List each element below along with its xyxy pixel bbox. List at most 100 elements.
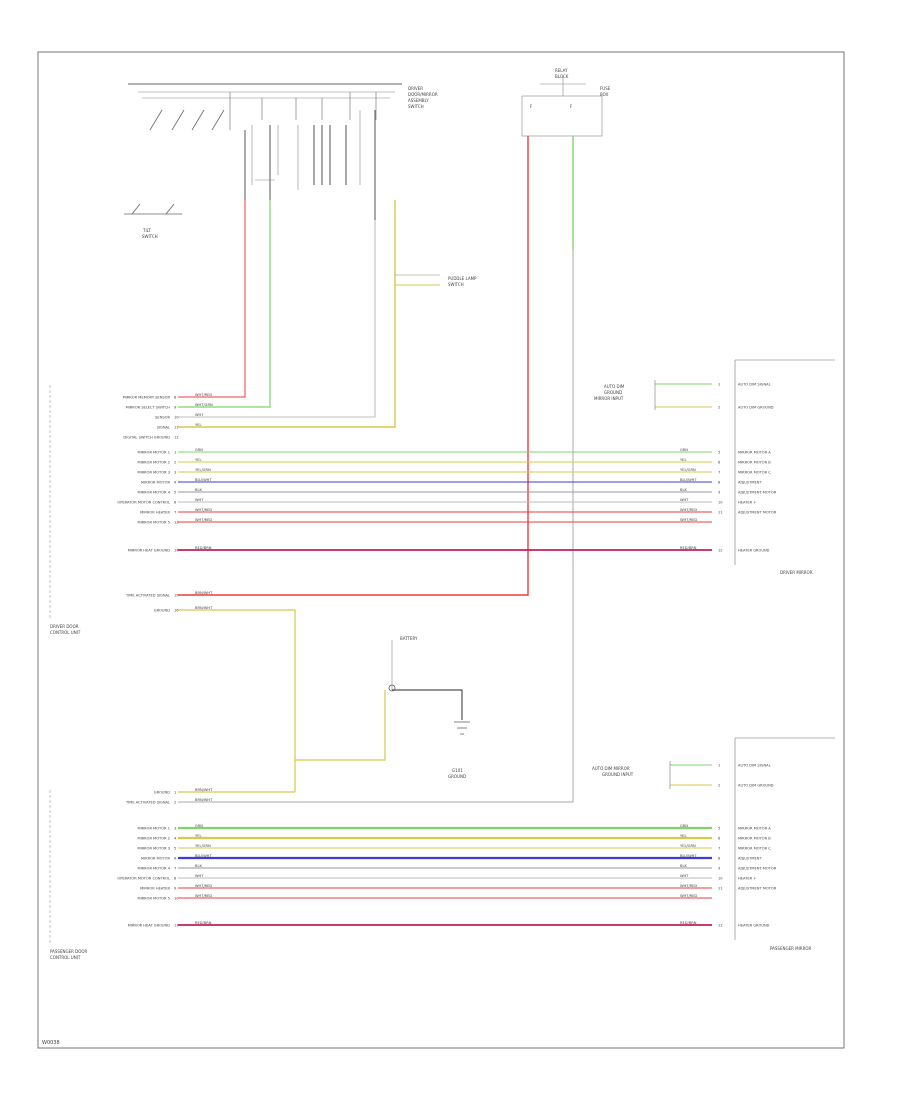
driver-mirror-label: DRIVER MIRROR (780, 570, 813, 575)
relay-fuse-a: F (530, 104, 533, 109)
mirror-pin-number: 11 (718, 887, 723, 891)
passenger-mirror-wire-code: YEL/GRN (680, 844, 696, 848)
footer-code: W0038 (42, 1040, 60, 1046)
mirror-pin-name: HEATER + (738, 501, 756, 505)
passenger-mirror-wire-code: RED/BRN (680, 921, 697, 925)
switch-label-1: DRIVER (408, 86, 423, 91)
mirror-pin-name: MIRROR MOTOR B (738, 837, 771, 841)
driver-pin-number: 8 (174, 396, 177, 400)
passenger-pin-number: 10 (174, 897, 179, 901)
mirror-pin-number: 2 (718, 784, 720, 788)
driver-pin-number: 9 (174, 406, 177, 410)
passenger-mirror-wire-code: WHT/RED (680, 884, 697, 888)
fuse-box-label-2: BOX (600, 92, 609, 97)
driver-wire-code: YEL (195, 423, 201, 427)
driver-pin-number: 5 (174, 491, 176, 495)
wire-grey-driver (178, 220, 376, 418)
driver-pin-name: MIRROR MOTOR 5 (137, 521, 170, 525)
passenger-pin-number: 2 (174, 801, 176, 805)
driver-pin-name: MIRROR MOTOR 1 (137, 451, 170, 455)
driver-mirror-wire-code: WHT/RED (680, 508, 697, 512)
mirror-pin-name: ADJUSTMENT MOTOR (738, 867, 777, 871)
mirror-pin-name: AUTO DIM GROUND (738, 784, 774, 788)
mirror-pin-number: 8 (718, 857, 721, 861)
passenger-pin-name: MIRROR MOTOR 3 (137, 847, 170, 851)
driver-pin-name: MIRROR SELECT SWITCH (126, 406, 171, 410)
driver-lamp-label-3: MIRROR INPUT (594, 396, 624, 401)
passenger-mirror-wire-code: WHT/RED (680, 894, 697, 898)
puddle-lamp-label-2: SWITCH (448, 282, 464, 287)
driver-mirror-wire-code: WHT/RED (680, 518, 697, 522)
mirror-pin-name: MIRROR MOTOR C (738, 847, 771, 851)
driver-wire-code: YEL (195, 458, 201, 462)
passenger-pin-number: 1 (174, 791, 176, 795)
switch-label-2: DOOR/MIRROR (408, 92, 438, 97)
relay-block: RELAY BLOCK FUSE BOX F F (521, 68, 611, 137)
driver-wire-code: RED/BRN (195, 546, 212, 550)
driver-pin-name: MIRROR HEATER (140, 511, 170, 515)
mirror-pin-number: 8 (718, 481, 721, 485)
passenger-mirror-label: PASSENGER MIRROR (770, 946, 812, 951)
driver-mirror-wire-code: RED/BRN (680, 546, 697, 550)
passenger-wire-code: BRN/WHT (195, 788, 213, 792)
diagram-frame (37, 51, 845, 1049)
driver-mirror-wire-code: GRN (680, 448, 688, 452)
driver-pin-name: DIGITAL SWITCH GROUND (123, 436, 170, 440)
driver-pin-number: 4 (174, 481, 177, 485)
mirror-pin-number: 1 (718, 383, 720, 387)
mirror-pin-number: 2 (718, 406, 720, 410)
driver-mirror-wire-code: WHT (680, 498, 689, 502)
driver-pin-name: MIRROR MOTOR 3 (137, 471, 170, 475)
relay-block-label-2: BLOCK (555, 74, 569, 79)
mirror-pin-number: 7 (718, 471, 720, 475)
driver-switch-assembly: DRIVER DOOR/MIRROR ASSEMBLY SWITCH (128, 83, 438, 220)
wire-grey-feed (178, 250, 574, 803)
mirror-pin-name: MIRROR MOTOR A (738, 827, 771, 831)
mirror-pin-row: 2 AUTO DIM GROUND (718, 784, 774, 788)
driver-pin-name: MIRROR HEAT GROUND (128, 549, 171, 553)
driver-pin-name: MIRROR MOTOR 2 (137, 461, 170, 465)
passenger-wire-code: WHT/RED (195, 884, 212, 888)
driver-pin-name: OPERATOR MOTOR CONTROL (117, 501, 170, 505)
driver-pin-number: 15 (174, 594, 179, 598)
wire-red-feed (178, 136, 529, 596)
passenger-wire-code: RED/BRN (195, 921, 212, 925)
passenger-pin-name: MIRROR MOTOR 5 (137, 897, 170, 901)
mirror-pin-name: HEATER GROUND (738, 924, 770, 928)
driver-wire-code: WHT/RED (195, 393, 212, 397)
driver-wire-code: BLK (195, 488, 202, 492)
mirror-pin-number: 12 (718, 924, 723, 928)
passenger-pin-name: MIRROR MOTOR (141, 857, 171, 861)
puddle-lamp-switch: PUDDLE LAMP SWITCH (395, 274, 477, 287)
driver-pin-name: MIRROR MOTOR (141, 481, 171, 485)
mirror-pin-name: HEATER GROUND (738, 549, 770, 553)
mirror-pin-number: 12 (718, 549, 723, 553)
mirror-pin-number: 7 (718, 847, 720, 851)
driver-wire-code: WHT/RED (195, 518, 212, 522)
driver-pin-name: MIRROR MEMORY SENSOR (123, 396, 171, 400)
driver-module-label-1: DRIVER DOOR (50, 624, 79, 629)
passenger-mirror-wire-code: YEL (680, 834, 686, 838)
passenger-lamp-label-1: AUTO DIM MIRROR (592, 766, 630, 771)
passenger-pin-row: GROUND 1 BRN/WHT (154, 788, 213, 795)
driver-lamp-label-1: AUTO DIM (604, 384, 625, 389)
switch-label-3: ASSEMBLY (408, 98, 429, 103)
mirror-pin-name: MIRROR MOTOR A (738, 451, 771, 455)
wire-green-driver (178, 200, 271, 408)
passenger-wire-code: WHT (195, 874, 204, 878)
driver-wire-code: BRN/WHT (195, 606, 213, 610)
passenger-pin-name: GROUND (154, 791, 170, 795)
driver-pin-name: TIME ACTIVATED SIGNAL (125, 594, 170, 598)
passenger-pin-number: 4 (174, 837, 177, 841)
